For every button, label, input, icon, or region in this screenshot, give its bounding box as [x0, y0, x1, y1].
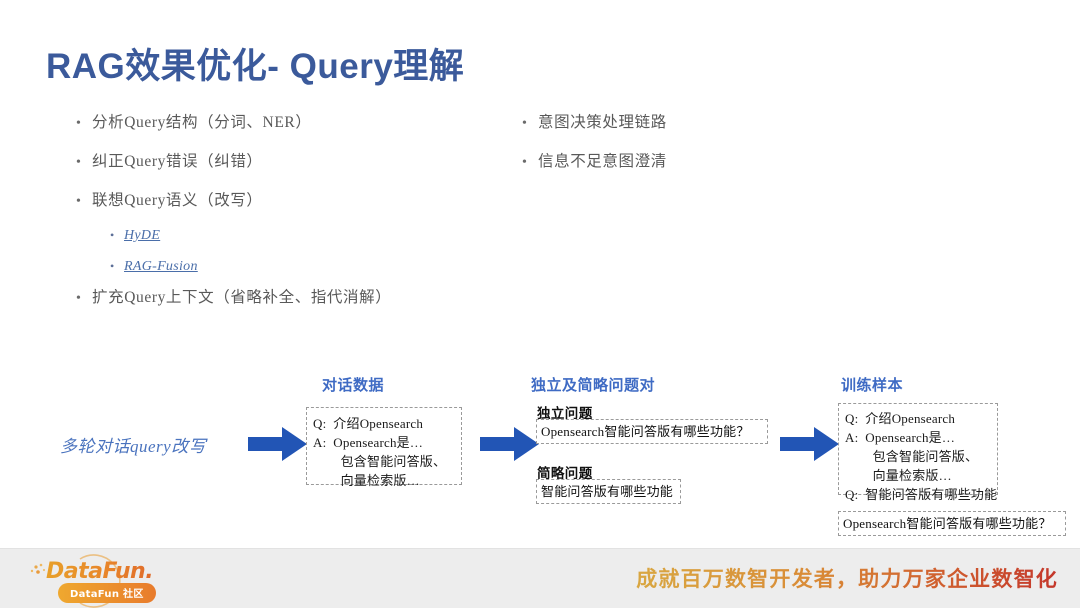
bullet-text: 信息不足意图澄清: [538, 153, 667, 170]
arrow-right-icon-2: [480, 424, 540, 464]
bullet-dot-icon: •: [76, 116, 81, 131]
box-independent-question: Opensearch智能问答版有哪些功能？: [536, 419, 768, 444]
bullet-dot-icon: •: [76, 194, 81, 209]
qa-line: 包含智能问答版、: [845, 449, 979, 464]
list-item: • HyDE: [110, 226, 506, 245]
link-rag-fusion[interactable]: RAG-Fusion: [124, 259, 198, 274]
box-training-sample: Q: 介绍Opensearch A: Opensearch是… 包含智能问答版、…: [838, 403, 998, 502]
bullet-dot-icon: •: [522, 155, 527, 170]
subheading-independent-question: 独立问题: [537, 406, 593, 421]
list-item: • 意图决策处理链路: [522, 113, 942, 134]
list-item: • RAG-Fusion: [110, 257, 506, 276]
bullet-dot-icon: •: [76, 291, 81, 306]
page-title: RAG效果优化- Query理解: [46, 47, 465, 86]
qa-line: A: Opensearch是…: [313, 435, 424, 450]
bullet-text: 意图决策处理链路: [538, 114, 667, 131]
box-text: Opensearch智能问答版有哪些功能？: [843, 516, 1052, 531]
bullet-text: 分析Query结构（分词、NER）: [92, 114, 312, 131]
stage-label-multiturn-rewrite: 多轮对话query改写: [60, 437, 207, 456]
bullet-dot-icon: •: [76, 155, 81, 170]
qa-line: A: Opensearch是…: [845, 430, 956, 445]
column-header-training-samples: 训练样本: [841, 377, 904, 394]
logo-arc-icon: [30, 554, 121, 608]
box-text: 智能问答版有哪些功能: [541, 484, 674, 499]
list-item: • 纠正Query错误（纠错）: [76, 152, 506, 173]
bullet-list-right: • 意图决策处理链路 • 信息不足意图澄清: [522, 113, 942, 191]
box-training-result: Opensearch智能问答版有哪些功能？: [838, 511, 1066, 536]
bullet-text: 联想Query语义（改写）: [92, 192, 263, 209]
bullet-dot-icon: •: [110, 259, 115, 273]
box-brief-question: 智能问答版有哪些功能: [536, 479, 681, 504]
footer-tagline: 成就百万数智开发者，助力万家企业数智化: [636, 563, 1058, 593]
footer-bar: DataFun. DataFun 社区 成就百万数智开发者，助力万家企业数智化: [0, 548, 1080, 608]
logo-badge: DataFun 社区: [58, 583, 156, 603]
qa-line: 向量检索版…: [845, 468, 952, 483]
bullet-dot-icon: •: [110, 228, 115, 242]
arrow-right-icon-1: [248, 424, 308, 464]
box-text: Opensearch智能问答版有哪些功能？: [541, 424, 750, 439]
sub-bullet-list: • HyDE • RAG-Fusion: [110, 226, 506, 276]
qa-line: Q: 智能问答版有哪些功能: [845, 487, 998, 502]
list-item: • 联想Query语义（改写）: [76, 191, 506, 212]
column-header-question-pairs: 独立及简略问题对: [531, 377, 656, 394]
logo-wordmark: DataFun.: [46, 559, 154, 584]
arrow-right-icon-3: [780, 424, 840, 464]
qa-line: 包含智能问答版、: [313, 454, 447, 469]
bullet-text: 扩充Query上下文（省略补全、指代消解）: [92, 289, 392, 306]
link-hyde[interactable]: HyDE: [124, 228, 161, 243]
box-dialog-data: Q: 介绍Opensearch A: Opensearch是… 包含智能问答版、…: [306, 407, 462, 488]
column-header-dialog-data: 对话数据: [322, 377, 385, 394]
list-item: • 分析Query结构（分词、NER）: [76, 113, 506, 134]
bullet-text: 纠正Query错误（纠错）: [92, 153, 263, 170]
qa-line: Q: 介绍Opensearch: [845, 411, 956, 426]
list-item: • 扩充Query上下文（省略补全、指代消解）: [76, 288, 506, 309]
subheading-brief-question: 简略问题: [537, 466, 593, 481]
qa-line: 向量检索版…: [313, 473, 420, 488]
datafun-logo: DataFun. DataFun 社区: [18, 553, 188, 608]
bullet-dot-icon: •: [522, 116, 527, 131]
pipeline-diagram: 对话数据 独立及简略问题对 训练样本 多轮对话query改写 Q: 介绍Open…: [60, 377, 1066, 536]
list-item: • 信息不足意图澄清: [522, 152, 942, 173]
bullet-list-left: • 分析Query结构（分词、NER） • 纠正Query错误（纠错） • 联想…: [76, 113, 506, 327]
qa-line: Q: 介绍Opensearch: [313, 416, 424, 431]
